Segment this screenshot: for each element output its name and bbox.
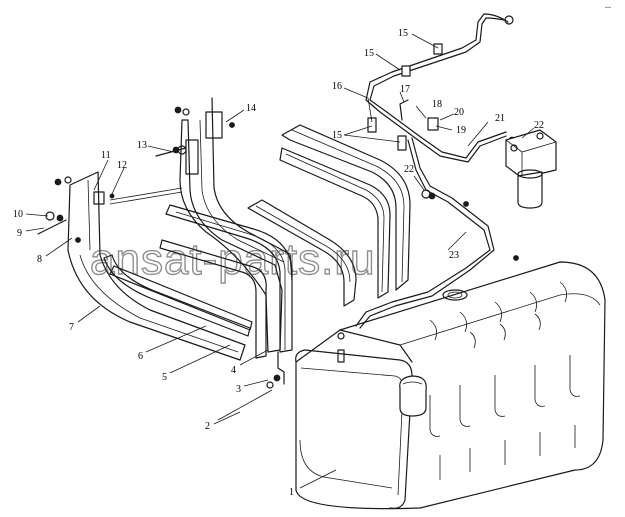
callout-20: 20 [454, 107, 464, 118]
callout-6: 6 [138, 351, 143, 362]
rear-bracket-assembly [155, 97, 293, 421]
watermark: ansat-parts.ru [90, 235, 375, 284]
callout-15-low: 15 [332, 130, 342, 141]
callout-9: 9 [17, 228, 22, 239]
callout-18: 18 [432, 99, 442, 110]
tank-straps-set [247, 124, 411, 307]
callout-3: 3 [236, 384, 241, 395]
callout-17: 17 [400, 84, 410, 95]
leader-lines [25, 33, 535, 489]
callout-14: 14 [246, 103, 256, 114]
callout-15-top: 15 [398, 28, 408, 39]
callout-22-filter: 22 [534, 120, 544, 131]
fuel-filter [505, 129, 557, 209]
callout-22-line: 22 [404, 164, 414, 175]
callout-10: 10 [13, 209, 23, 220]
callout-7: 7 [69, 322, 74, 333]
callout-8: 8 [37, 254, 42, 265]
fuel-line-assembly [355, 13, 519, 329]
callout-19: 19 [456, 125, 466, 136]
callout-15-mid: 15 [364, 48, 374, 59]
callout-13: 13 [137, 140, 147, 151]
corner-mark: ‑‑ [605, 2, 611, 12]
callout-21: 21 [495, 113, 505, 124]
callout-11: 11 [101, 150, 111, 161]
fuel-tank [295, 261, 606, 510]
callout-4: 4 [231, 365, 236, 376]
callout-23: 23 [449, 250, 459, 261]
callout-2: 2 [205, 421, 210, 432]
front-bracket-assembly [37, 171, 253, 361]
callout-1: 1 [289, 487, 294, 498]
callout-16: 16 [332, 81, 342, 92]
callout-12: 12 [117, 160, 127, 171]
callout-5: 5 [162, 372, 167, 383]
callout-numbers: 1 2 3 4 5 6 7 8 9 10 11 12 13 14 15 15 1… [13, 28, 544, 498]
